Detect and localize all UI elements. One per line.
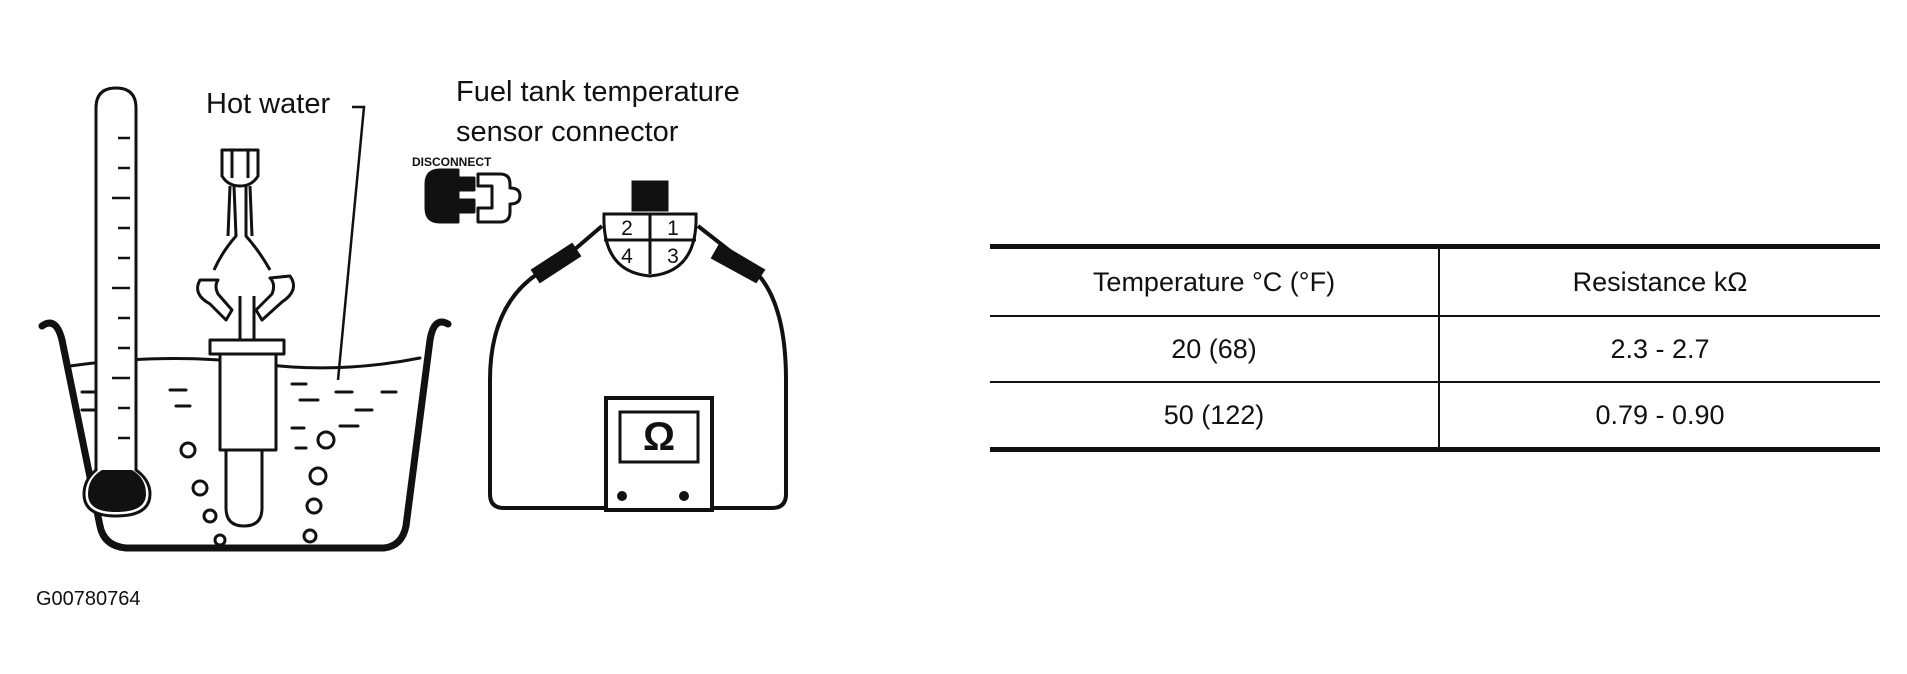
fuel-tank-temperature-sensor	[196, 148, 296, 528]
pin-2-label: 2	[621, 217, 633, 240]
test-probes	[530, 242, 766, 284]
hot-water-label: Hot water	[206, 88, 330, 120]
pin-3-label: 3	[667, 245, 679, 268]
thermometer-icon	[82, 86, 152, 518]
table-cell-resistance: 0.79 - 0.90	[1439, 382, 1880, 452]
sensor-connector-label-line2: sensor connector	[456, 116, 679, 148]
table-cell-temperature: 20 (68)	[990, 316, 1440, 383]
sensor-test-diagram: Hot water Fuel tank temperature sensor c…	[36, 76, 788, 610]
table-cell-resistance: 2.3 - 2.7	[1439, 316, 1880, 383]
bubbles	[179, 430, 336, 547]
ohm-symbol: Ω	[643, 415, 675, 459]
table-row: 50 (122) 0.79 - 0.90	[990, 382, 1880, 452]
disconnect-label: DISCONNECT	[412, 155, 492, 169]
sensor-connector	[602, 180, 698, 278]
pin-1-label: 1	[667, 217, 679, 240]
hot-water-leader-line	[336, 105, 366, 381]
table-header-row: Temperature °C (°F) Resistance kΩ	[990, 246, 1880, 317]
table-cell-temperature: 50 (122)	[990, 382, 1440, 452]
resistance-spec-table: Temperature °C (°F) Resistance kΩ 20 (68…	[990, 244, 1880, 452]
ohmmeter-icon	[604, 396, 714, 512]
figure-id: G00780764	[36, 588, 141, 610]
resistance-column-header: Resistance kΩ	[1439, 246, 1880, 317]
sensor-connector-label-line1: Fuel tank temperature	[456, 76, 740, 108]
temperature-column-header: Temperature °C (°F)	[990, 246, 1440, 317]
pin-4-label: 4	[621, 245, 633, 268]
disconnect-connector-icon	[424, 168, 522, 224]
water-ripples	[80, 382, 398, 450]
table-row: 20 (68) 2.3 - 2.7	[990, 316, 1880, 383]
